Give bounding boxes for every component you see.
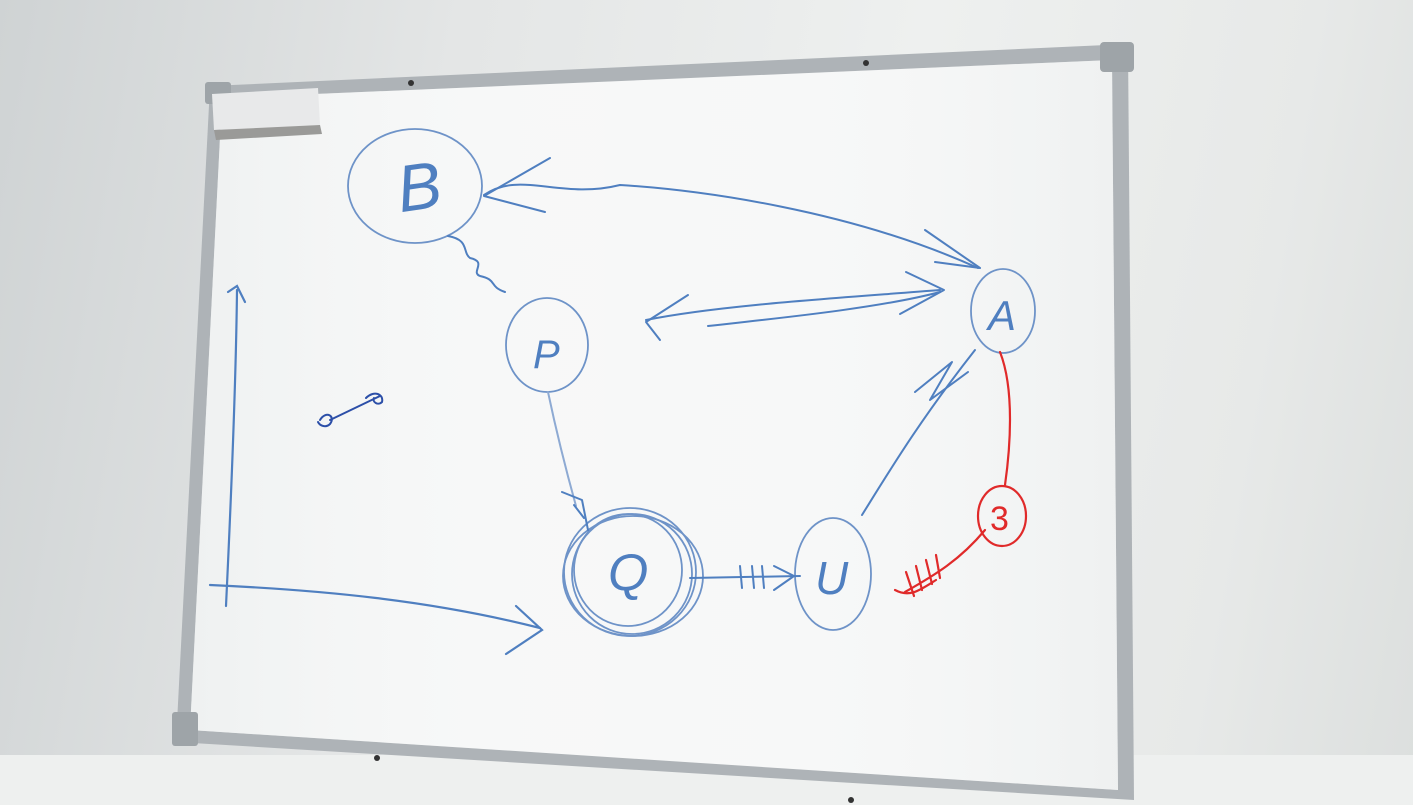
graph-nodes xyxy=(347,128,1036,637)
axes-drawing xyxy=(208,284,544,656)
edge-p-q xyxy=(547,391,577,507)
frame-corner xyxy=(1100,42,1134,72)
edge-three-hatched xyxy=(903,528,987,594)
edge-u-a xyxy=(861,349,976,516)
whiteboard-frame xyxy=(172,42,1134,803)
node-a-label: A xyxy=(985,292,1016,339)
node-three-label: 3 xyxy=(990,500,1009,538)
red-edge-group xyxy=(893,350,1028,598)
small-arrow-doodle xyxy=(317,392,384,428)
node-u-label: U xyxy=(815,552,849,604)
frame-screw xyxy=(848,797,854,803)
edge-p-q-marks xyxy=(561,491,589,531)
node-b-label: B xyxy=(392,147,446,226)
x-axis-line xyxy=(208,583,542,630)
node-a-circle xyxy=(970,268,1036,354)
frame-screw xyxy=(408,80,414,86)
node-three-circle xyxy=(976,484,1028,548)
graph-edges xyxy=(447,157,981,591)
edge-b-a-arrowhead-right xyxy=(924,229,981,269)
edge-p-a-arrowhead-right xyxy=(899,271,945,315)
y-axis-line xyxy=(224,288,239,608)
node-p-label: P xyxy=(533,333,560,377)
edge-q-u-ticks xyxy=(739,565,765,589)
edge-u-a-zigzag xyxy=(914,361,969,401)
edge-a-three xyxy=(998,350,1012,487)
edge-p-a xyxy=(645,289,941,321)
edge-q-u-arrowhead xyxy=(773,565,795,591)
edge-b-p-squiggle xyxy=(447,235,506,293)
whiteboard-eraser xyxy=(212,88,322,140)
node-q-label: Q xyxy=(608,544,648,602)
hatch-marks xyxy=(904,553,942,598)
node-u-circle xyxy=(794,517,872,631)
x-axis-arrowhead xyxy=(504,604,544,656)
edge-b-a-arrowhead-left xyxy=(483,157,551,213)
y-axis-arrowhead xyxy=(226,284,247,304)
frame-screw xyxy=(374,755,380,761)
node-b-circle xyxy=(347,128,483,244)
edge-p-a-arrowhead-left xyxy=(645,294,689,341)
edge-b-a xyxy=(483,183,979,269)
edge-q-u xyxy=(689,575,801,579)
frame-corner xyxy=(172,712,198,746)
frame-screw xyxy=(863,60,869,66)
